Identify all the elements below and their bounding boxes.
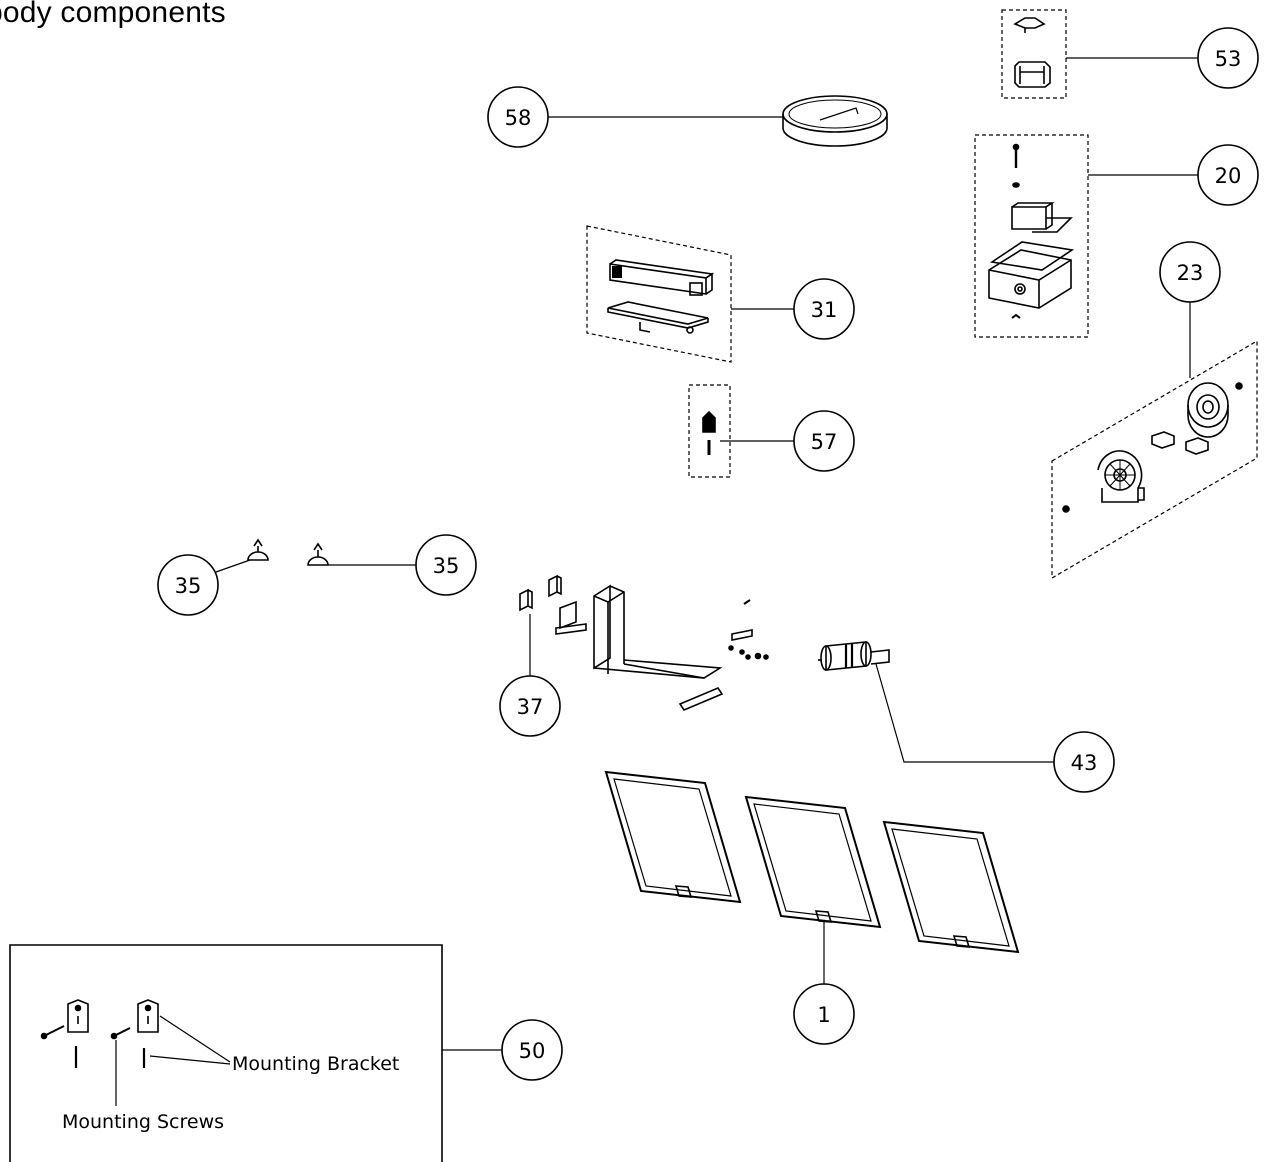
part-bracket-small [555,600,587,635]
callout-50-circle [501,1019,563,1081]
callout-31-label: 31 [811,298,838,322]
callout-58-circle [487,86,549,148]
callout-43-circle [1053,731,1115,793]
part-1-filter-left [604,770,742,904]
inset-bracket-right [110,999,159,1068]
part-35-lamp-right [307,542,329,566]
group-57-box [688,384,731,478]
part-37-clips [519,574,562,612]
group-23-box [1051,339,1258,580]
callout-31-circle [793,278,855,340]
part-23-dot-b [1062,505,1070,513]
part-chassis-frame [593,584,723,679]
callout-50-label: 50 [519,1039,546,1063]
part-31-housing [609,259,715,296]
callout-37-label: 37 [517,695,544,719]
callout-43-label: 43 [1071,751,1098,775]
inset-screws-label: Mounting Screws [62,1111,224,1133]
inset-bracket-left [40,999,89,1068]
callout-53-label: 53 [1215,47,1242,71]
part-58-ring [782,95,888,147]
callout-53-circle [1197,27,1259,89]
callout-57-label: 57 [811,430,838,454]
callout-1-circle [793,983,855,1045]
part-35-lamp-left [247,538,269,561]
callout-23-circle [1159,241,1221,303]
group-20-box [974,134,1089,338]
part-53-clip [1013,17,1046,33]
callout-35b-label: 35 [433,554,460,578]
callout-37-circle [499,675,561,737]
callout-57-circle [793,410,855,472]
leader-bracket-b [149,1055,231,1065]
callout-23-label: 23 [1177,261,1204,285]
part-43-capacitor [818,641,890,671]
part-53-bracket [1014,61,1051,88]
leader-43 [875,663,1054,763]
callout-35b-circle [415,534,477,596]
inset-bracket-label: Mounting Bracket [232,1053,399,1075]
callout-1-label: 1 [817,1003,830,1027]
part-31-board [607,301,709,334]
part-23-connectors [1151,431,1209,455]
part-shaft-assembly [678,599,769,711]
part-20-relay [1011,202,1073,233]
part-20-screw [1012,143,1020,188]
part-1-filter-middle [744,795,882,929]
part-23-dot-a [1235,382,1243,390]
leader-35-left [215,559,251,573]
page-title: body components [0,0,226,29]
group-53-box [1001,9,1067,99]
part-20-box [988,241,1075,319]
callout-58-label: 58 [505,106,532,130]
part-23-blower [1097,450,1145,503]
callout-35a-circle [157,554,219,616]
group-31-box [586,225,732,363]
callout-35a-label: 35 [175,574,202,598]
callout-20-circle [1197,144,1259,206]
inset-box [9,944,443,1162]
leader-bracket-a [159,1015,231,1063]
part-57-switch [702,410,716,455]
part-23-collar [1187,382,1229,438]
callout-20-label: 20 [1215,164,1242,188]
part-1-filter-right [882,820,1020,954]
